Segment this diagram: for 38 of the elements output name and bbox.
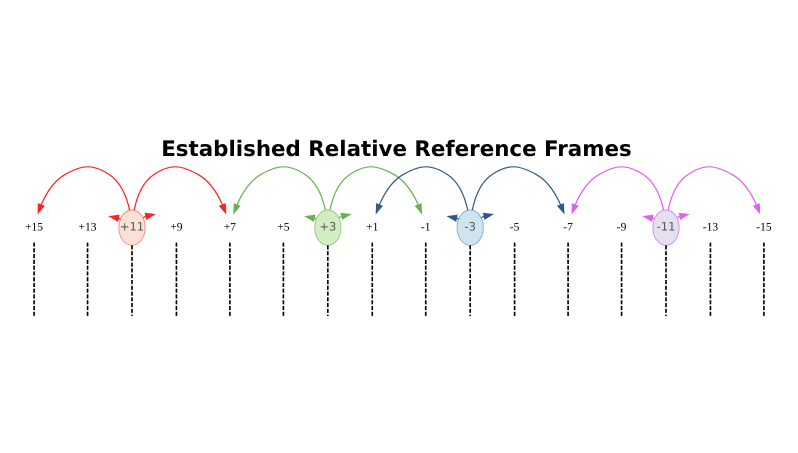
connector (229, 242, 231, 316)
connector (620, 242, 622, 316)
node-text: +9 (170, 222, 183, 234)
arrow (233, 166, 326, 214)
connector (371, 242, 374, 316)
node-text: +15 (25, 222, 44, 234)
node-text: +1 (366, 222, 378, 234)
connector (514, 242, 516, 316)
node-text: +13 (78, 222, 97, 234)
node-text: -15 (756, 222, 772, 234)
diagram-title: Established Relative Reference Frames (161, 136, 632, 162)
arrow (572, 166, 664, 214)
connector (86, 242, 88, 316)
node-text: -13 (702, 222, 718, 234)
connector (176, 242, 178, 316)
node-text: -1 (420, 222, 431, 234)
connector (33, 242, 35, 316)
connector (567, 242, 569, 316)
node-text: +5 (277, 222, 290, 234)
arrow (304, 214, 316, 222)
connector (282, 242, 284, 316)
connector (763, 242, 765, 316)
node-text: -5 (510, 222, 520, 234)
arrow (38, 166, 130, 214)
connector (665, 245, 667, 316)
node-text: -9 (616, 222, 626, 234)
arrow (668, 166, 760, 214)
arrow (472, 166, 564, 214)
arrow (134, 166, 226, 214)
node-text: -7 (563, 222, 573, 234)
connector (131, 245, 133, 316)
arrow (329, 166, 422, 214)
node-text: +7 (224, 222, 236, 234)
connector (710, 242, 712, 316)
connector (424, 242, 427, 316)
connector (327, 245, 329, 316)
arrow (376, 166, 468, 214)
connector (469, 245, 471, 316)
